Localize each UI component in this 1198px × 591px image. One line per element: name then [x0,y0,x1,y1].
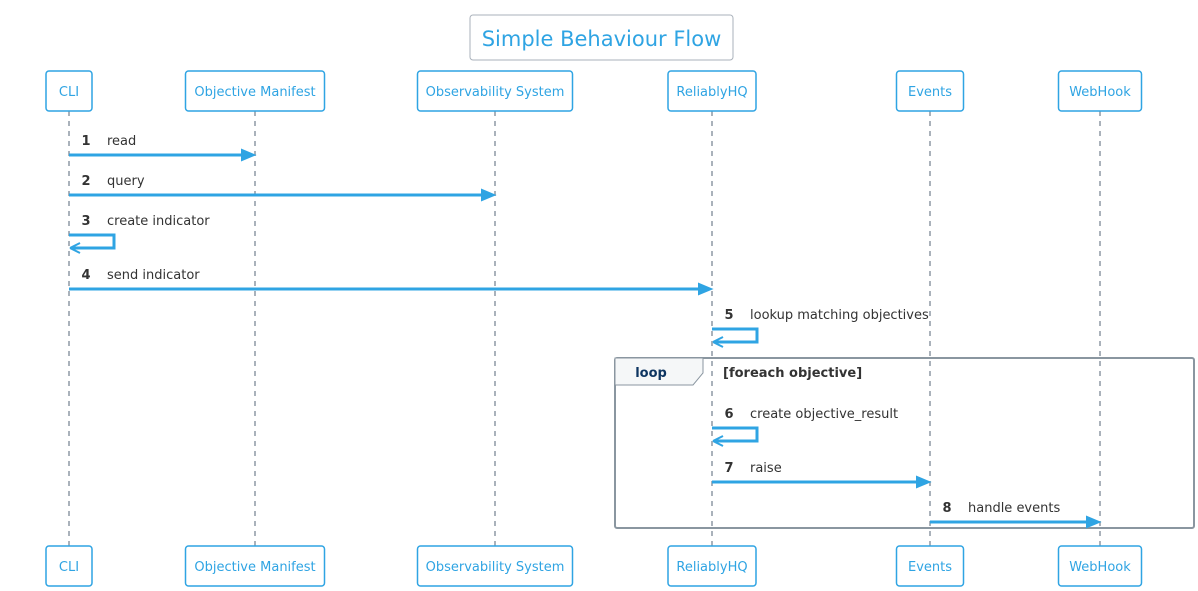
loop-frame [614,357,1195,529]
message-arrowhead [712,435,724,447]
messages: 1 read 2 query 3 create indicator 4 send indica… [69,134,1102,529]
participant-box [416,545,574,587]
participant-box [184,70,326,112]
message-arrow-line [69,233,116,250]
participant-manifest-bottom: Objective Manifest [184,545,326,587]
message-6: 6 create objective_result [712,407,898,447]
participants-bottom: CLI Objective Manifest Observability Syste… [45,545,1143,587]
participant-label: CLI [59,560,79,575]
message-label: create objective_result [750,407,898,422]
message-arrow-line [712,426,759,443]
message-label: query [107,174,145,189]
participant-label: WebHook [1069,85,1131,100]
participant-manifest-top: Objective Manifest [184,70,326,112]
participant-events-top: Events [895,70,965,112]
participant-label: ReliablyHQ [676,85,747,100]
message-number: 6 [724,407,733,422]
message-label: read [107,134,136,149]
participant-label: Events [908,85,952,100]
message-number: 7 [724,461,733,476]
message-2: 2 query [69,174,497,202]
message-number: 3 [81,214,90,229]
message-label: handle events [968,501,1060,516]
participant-reliablyhq-bottom: ReliablyHQ [667,545,757,587]
loop-condition: [foreach objective] [723,366,862,381]
participant-box [667,70,757,112]
participant-box [895,545,965,587]
message-number: 5 [724,308,733,323]
participant-label: Objective Manifest [194,560,315,575]
participant-label: ReliablyHQ [676,560,747,575]
message-number: 1 [81,134,90,149]
participant-box [667,545,757,587]
participant-cli-bottom: CLI [45,545,93,587]
loop-fragment: loop [foreach objective] [614,357,1195,529]
participant-box [184,545,326,587]
message-label: lookup matching objectives [750,308,929,323]
message-number: 8 [942,501,951,516]
message-arrowhead [1086,515,1102,529]
message-arrowhead [712,336,724,348]
message-4: 4 send indicator [69,268,714,296]
message-number: 2 [81,174,90,189]
participant-box [1057,545,1143,587]
message-3: 3 create indicator [69,214,210,254]
participant-label: WebHook [1069,560,1131,575]
message-arrowhead [916,475,932,489]
participant-box [45,70,93,112]
participant-box [1057,70,1143,112]
participant-reliablyhq-top: ReliablyHQ [667,70,757,112]
participant-label: CLI [59,85,79,100]
participant-observability-top: Observability System [416,70,574,112]
message-5: 5 lookup matching objectives [712,308,929,348]
message-arrow-line [712,327,759,344]
participant-webhook-bottom: WebHook [1057,545,1143,587]
participant-label: Observability System [426,560,565,575]
participant-observability-bottom: Observability System [416,545,574,587]
loop-tab [614,357,704,386]
participant-label: Observability System [426,85,565,100]
message-label: send indicator [107,268,200,283]
participant-label: Objective Manifest [194,85,315,100]
participant-box [895,70,965,112]
participant-events-bottom: Events [895,545,965,587]
participant-box [45,545,93,587]
message-number: 4 [81,268,90,283]
message-label: create indicator [107,214,210,229]
participant-webhook-top: WebHook [1057,70,1143,112]
message-arrowhead [241,148,257,162]
message-label: raise [750,461,782,476]
loop-keyword: loop [635,366,667,381]
lifelines [68,111,1101,546]
message-arrowhead [698,282,714,296]
participant-cli-top: CLI [45,70,93,112]
message-1: 1 read [69,134,257,162]
message-arrowhead [69,242,81,254]
participants-top: CLI Objective Manifest Observability Syste… [45,70,1143,112]
message-8: 8 handle events [930,501,1102,529]
participant-label: Events [908,560,952,575]
title-text: Simple Behaviour Flow [482,27,722,51]
title-box [469,14,734,61]
participant-box [416,70,574,112]
message-arrowhead [481,188,497,202]
diagram-title: Simple Behaviour Flow [469,14,734,61]
message-7: 7 raise [712,461,932,489]
